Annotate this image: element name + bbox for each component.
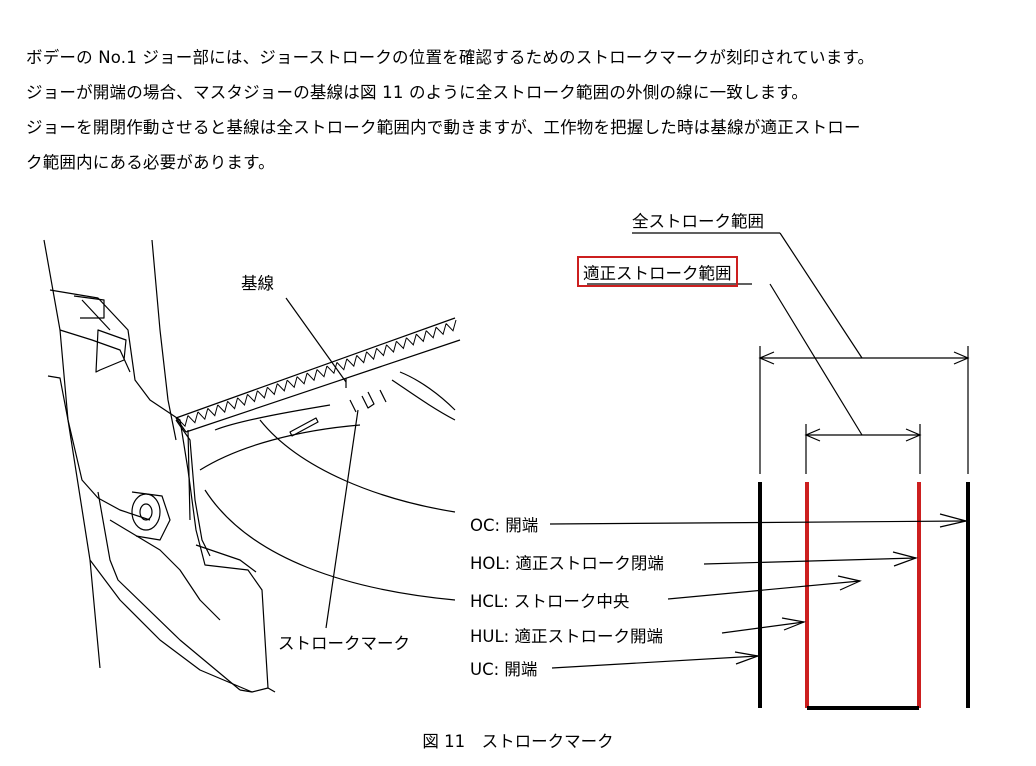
figure-caption: 図 11 ストロークマーク xyxy=(422,732,614,751)
stroke-schematic xyxy=(549,232,970,710)
hcl-label: HCL: ストローク中央 xyxy=(470,592,630,611)
paragraph-line-2: ジョーが開端の場合、マスタジョーの基線は図 11 のように全ストローク範囲の外側… xyxy=(26,83,809,102)
left-leaders xyxy=(285,297,359,629)
chuck-jaw-drawing xyxy=(43,239,461,693)
serration-teeth xyxy=(177,319,457,428)
paragraph-line-4: ク範囲内にある必要があります。 xyxy=(26,153,275,172)
serration-zigzag xyxy=(177,319,457,428)
baseline-label: 基線 xyxy=(241,274,274,293)
proper-stroke-range-label: 適正ストローク範囲 xyxy=(577,256,738,287)
intro-paragraph: ボデーの No.1 ジョー部には、ジョーストロークの位置を確認するためのストロー… xyxy=(26,40,1016,180)
hul-label: HUL: 適正ストローク開端 xyxy=(470,627,663,646)
full-stroke-range-label: 全ストローク範囲 xyxy=(632,212,764,231)
uc-label: UC: 開端 xyxy=(470,660,538,679)
hol-label: HOL: 適正ストローク閉端 xyxy=(470,554,664,573)
stroke-mark-label: ストロークマーク xyxy=(278,634,410,653)
paragraph-line-1: ボデーの No.1 ジョー部には、ジョーストロークの位置を確認するためのストロー… xyxy=(26,48,875,67)
paragraph-line-3: ジョーを開閉作動させると基線は全ストローク範囲内で動きますが、工作物を把握した時… xyxy=(26,118,861,137)
oc-label: OC: 開端 xyxy=(470,516,539,535)
